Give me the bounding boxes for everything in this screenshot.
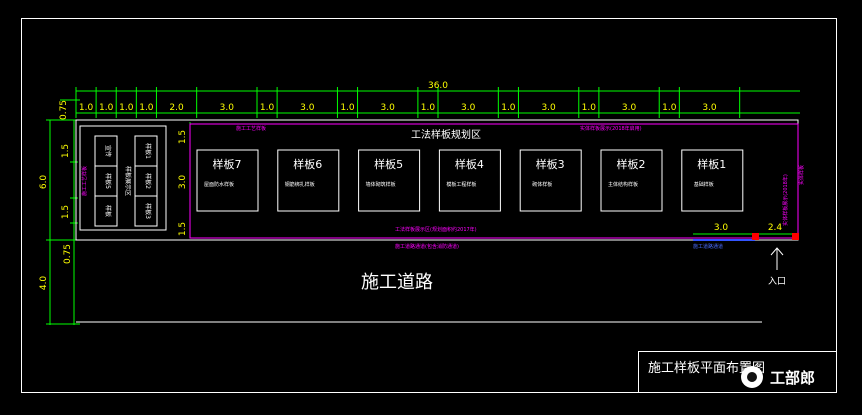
entrance-post-right xyxy=(792,233,799,240)
left-vertical-annotation: 施工工艺样板 xyxy=(81,166,88,196)
annotation-top-left: 施工工艺样板 xyxy=(236,125,266,132)
right-dim-2-4: 2.4 xyxy=(768,223,783,233)
top-dim-segment-label: 1.0 xyxy=(501,103,516,113)
sample-board-label: 样板4 xyxy=(455,157,484,171)
sample-board-3 xyxy=(519,149,582,212)
sample-board-label: 样板2 xyxy=(617,157,646,171)
title-block-text: 施工样板平面布置图 xyxy=(648,361,765,376)
sample-board-4 xyxy=(438,149,501,212)
left-inner-dim-2: 1.5 xyxy=(61,205,71,219)
sample-board-subtitle: 墙体砌筑样板 xyxy=(366,181,396,188)
entrance-label: 入口 xyxy=(768,276,786,287)
mid-dim-1: 1.5 xyxy=(178,130,188,144)
entrance-post-left xyxy=(752,233,759,240)
left-zone-column-b xyxy=(134,135,158,227)
sample-board-label: 样板1 xyxy=(697,157,726,171)
sample-boards: 样板7 屋面防水样板 样板6 钢筋绑扎样板 样板5 墙体砌筑样板 样板4 模板工程样板 样板3 砌… xyxy=(196,149,744,212)
road-label: 施工道路 xyxy=(361,272,433,293)
sample-board-1 xyxy=(681,149,744,212)
top-dim-segment-label: 2.0 xyxy=(169,103,184,113)
top-dim-segment-label: 3.0 xyxy=(461,103,476,113)
top-dim-segment-label: 1.0 xyxy=(582,103,597,113)
sample-board-5 xyxy=(358,149,421,212)
sample-board-7 xyxy=(196,149,259,212)
top-dim-segment-label: 1.0 xyxy=(340,103,355,113)
sample-board-label: 样板5 xyxy=(374,157,403,171)
left-zone-box-a2: 样板5 xyxy=(104,173,112,189)
sample-board-subtitle: 屋面防水样板 xyxy=(204,181,234,188)
left-zone-col-label: 样板展示区 xyxy=(124,166,132,196)
top-dim-segment-label: 1.0 xyxy=(119,103,134,113)
sample-board-subtitle: 基础样板 xyxy=(694,181,714,188)
sample-board-label: 样板6 xyxy=(293,157,322,171)
top-dim-labels: 1.0 1.0 1.0 1.0 2.0 3.0 1.0 3.0 1.0 3.0 1.0 3.0 1.0 3… xyxy=(79,103,717,113)
right-dim-3-0: 3.0 xyxy=(714,223,729,233)
top-dim-segment-label: 1.0 xyxy=(139,103,154,113)
watermark-text: 工部郎 xyxy=(770,369,815,387)
annotation-bottom-1: 工法样板展示区(规划面积约2017年) xyxy=(395,226,477,233)
left-inner-dim-1: 1.5 xyxy=(61,144,71,158)
title-block-box xyxy=(638,351,837,393)
sample-board-subtitle: 模板工程样板 xyxy=(446,181,476,188)
top-dim-segment-label: 3.0 xyxy=(220,103,235,113)
planning-area-title: 工法样板规划区 xyxy=(411,128,481,141)
top-dim-segment-label: 1.0 xyxy=(662,103,677,113)
left-zone-box-b1: 样板1 xyxy=(144,143,152,159)
left-zone-box-a3: 样板 xyxy=(104,205,112,217)
drawing-frame xyxy=(21,18,837,393)
sample-board-6 xyxy=(277,149,340,212)
top-total-dim: 36.0 xyxy=(428,81,448,91)
top-dim-segment-label: 3.0 xyxy=(381,103,396,113)
left-zone-box-a1: 宣传 xyxy=(104,145,112,157)
left-dim-0-75-top: 0.75 xyxy=(59,100,69,120)
sample-board-label: 样板7 xyxy=(213,157,242,171)
top-dim-segment-label: 3.0 xyxy=(622,103,637,113)
top-dim-ticks xyxy=(75,87,741,118)
top-dim-segment-label: 1.0 xyxy=(79,103,94,113)
left-zone-box-b3: 样板3 xyxy=(144,203,152,219)
sample-board-subtitle: 钢筋绑扎样板 xyxy=(285,181,315,188)
sample-board-subtitle: 砌体样板 xyxy=(532,181,552,188)
top-dim-segment-label: 1.0 xyxy=(99,103,114,113)
sample-board-label: 样板3 xyxy=(536,157,565,171)
mid-dim-2: 3.0 xyxy=(178,175,188,190)
left-zone-box-b2: 样板2 xyxy=(144,173,152,189)
entrance-arrow-icon xyxy=(770,247,784,270)
left-dim-4-0: 4.0 xyxy=(39,276,49,291)
top-dim-segment-label: 3.0 xyxy=(702,103,717,113)
annotation-right-vertical-1: 实体样板展示(2018年) xyxy=(782,174,789,226)
watermark-logo-dot xyxy=(747,372,757,382)
annotation-right-vertical-2: 实体样板 xyxy=(798,165,805,185)
sample-board-2 xyxy=(600,149,663,212)
top-dim-segment-label: 1.0 xyxy=(421,103,436,113)
left-zone-column-a xyxy=(94,135,118,227)
top-dim-segment-label: 3.0 xyxy=(300,103,315,113)
left-dim-0-75-bottom: 0.75 xyxy=(63,244,73,264)
magenta-boundary xyxy=(189,123,799,239)
mid-dim-3: 1.5 xyxy=(178,222,188,236)
top-dim-segment-label: 1.0 xyxy=(260,103,275,113)
left-dim-ticks xyxy=(46,99,80,325)
left-zone-frame xyxy=(79,125,167,231)
sample-board-subtitle: 主体结构样板 xyxy=(608,181,638,188)
blue-annotation: 施工道路通道 xyxy=(693,243,723,250)
annotation-bottom-2: 施工道路通道(包含消防通道) xyxy=(395,243,459,250)
annotation-top-right: 实体样板展示(2018年启用) xyxy=(580,125,642,132)
left-dim-6-0: 6.0 xyxy=(39,175,49,190)
top-dim-segment-label: 3.0 xyxy=(541,103,556,113)
